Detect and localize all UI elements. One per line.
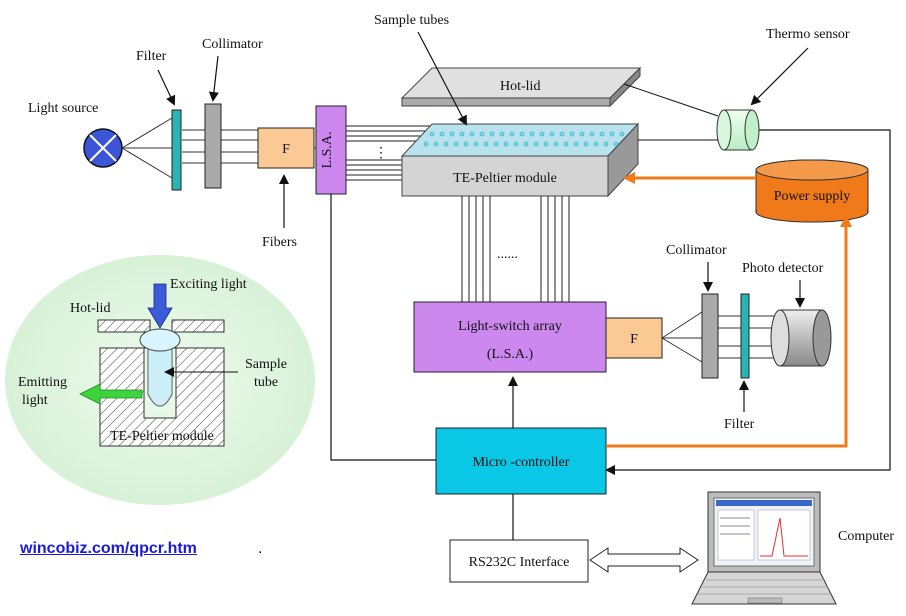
light-source-label: Light source	[28, 101, 98, 116]
thermo-sensor-arrow	[750, 47, 809, 106]
filter-top-label: Filter	[136, 49, 167, 64]
te-peltier-top-label: TE-Peltier module	[453, 171, 557, 186]
filter-top-arrow	[157, 69, 176, 106]
sample-tube-dots	[423, 131, 625, 147]
collimator-right	[701, 293, 719, 379]
micro-controller-block	[435, 427, 607, 495]
computer-label: Computer	[838, 529, 894, 544]
sensor-feedback-line	[605, 129, 891, 475]
micro-controller-label: Micro -controller	[473, 455, 570, 470]
fiber-ellipsis-h: ⋮	[374, 146, 388, 161]
light-switch-array	[413, 301, 607, 373]
thermo-sensor-icon	[716, 109, 760, 151]
fibers-label: Fibers	[262, 235, 297, 250]
sample-tube-label-2: tube	[254, 375, 278, 390]
fiber-block-right	[605, 317, 663, 359]
lsa-to-controller-line	[330, 194, 436, 461]
filter-left	[171, 109, 182, 191]
fiber-block-right-label: F	[630, 332, 638, 347]
source-link[interactable]: wincobiz.com/qpcr.htm	[20, 540, 197, 557]
fiber-ellipsis-v: ......	[497, 247, 518, 262]
hot-lid-top-label: Hot-lid	[500, 79, 540, 94]
power-supply-label: Power supply	[774, 189, 851, 204]
fiber-lines-vertical	[461, 196, 570, 302]
photo-detector-label: Photo detector	[742, 261, 824, 276]
light-switch-label-2: (L.S.A.)	[487, 347, 534, 362]
light-source-icon	[83, 128, 123, 168]
lsa-top-block	[315, 105, 347, 195]
emitting-light-label-2: light	[22, 393, 48, 408]
collimator-left	[204, 103, 222, 189]
collimator-top-arrow	[208, 55, 219, 102]
thermo-sensor-label: Thermo sensor	[766, 27, 850, 42]
light-rays-right	[661, 311, 780, 363]
sample-tubes-label: Sample tubes	[374, 13, 449, 28]
light-rays	[121, 117, 258, 179]
emitting-light-label-1: Emitting	[18, 375, 67, 390]
rs232-label: RS232C Interface	[469, 555, 570, 570]
rs232-block	[449, 539, 589, 583]
collimator-top-label: Collimator	[202, 37, 263, 52]
fiber-lines-horizontal	[346, 125, 430, 181]
hot-lid-inset-label: Hot-lid	[70, 301, 110, 316]
collimator-right-label: Collimator	[666, 243, 727, 258]
lsa-top-label: L.S.A.	[320, 132, 335, 169]
computer-icon	[691, 491, 837, 605]
filter-right	[740, 293, 750, 379]
filter-right-label: Filter	[724, 417, 755, 432]
source-link-suffix: .	[258, 540, 263, 557]
inset-diagram	[79, 283, 238, 447]
light-switch-label-1: Light-switch array	[458, 319, 562, 334]
sample-tube-label-1: Sample	[245, 357, 287, 372]
fiber-block-top-label: F	[282, 142, 290, 157]
rs232-computer-double-arrow	[589, 547, 699, 573]
controller-to-power-arrow	[606, 215, 852, 448]
exciting-light-label: Exciting light	[170, 277, 247, 292]
hot-lid-to-sensor	[623, 83, 719, 117]
te-peltier-inset-label: TE-Peltier module	[110, 429, 214, 444]
photo-detector-icon	[770, 309, 832, 367]
sample-tubes-arrow	[417, 31, 467, 126]
fiber-block-top	[257, 127, 315, 169]
power-supply-icon	[755, 159, 869, 223]
